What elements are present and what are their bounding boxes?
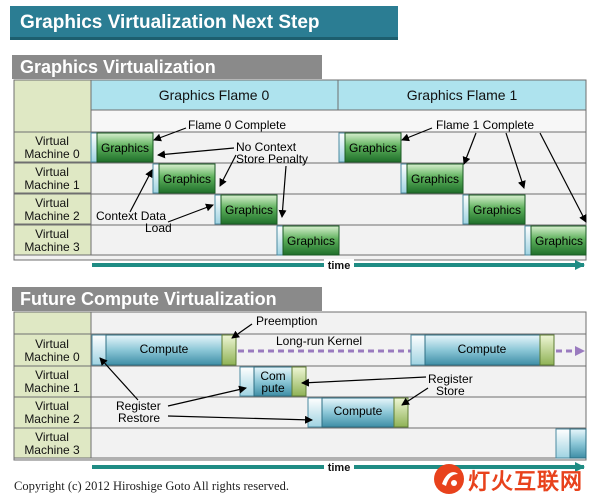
c-vm-3-label-line2: Machine 3	[24, 443, 80, 457]
callout-flame1-complete: Flame 1 Complete	[436, 118, 534, 132]
c-vm-2-label-line1: Virtual	[35, 399, 69, 413]
callout-preemption: Preemption	[256, 314, 317, 328]
svg-text:Graphics: Graphics	[535, 234, 583, 248]
graphics-block-vm1-flame0: Graphics	[152, 163, 216, 194]
vm-1-label-line2: Machine 1	[24, 178, 80, 192]
vm-3-label-line1: Virtual	[35, 227, 69, 241]
svg-text:Graphics: Graphics	[101, 141, 149, 155]
compute-block-vm3	[555, 428, 587, 459]
callout-register-store-line2: Store	[436, 384, 465, 398]
graphics-block-vm0-flame0: Graphics	[90, 132, 154, 163]
brand-logo-icon	[434, 464, 464, 494]
callout-register-restore-line1: Register	[116, 399, 161, 413]
callout-register-store-line1: Register	[428, 372, 473, 386]
graphics-block-vm1-flame1: Graphics	[400, 163, 464, 194]
graphics-block-vm0-flame1: Graphics	[338, 132, 402, 163]
callout-flame0-complete: Flame 0 Complete	[188, 118, 286, 132]
compute-block-vm0-b: Compute	[410, 334, 555, 366]
svg-text:pute: pute	[261, 381, 285, 395]
svg-text:Graphics: Graphics	[287, 234, 335, 248]
graphics-block-vm2-flame1: Graphics	[462, 194, 526, 225]
graphics-block-vm2-flame0: Graphics	[214, 194, 278, 225]
vm-2-label-line1: Virtual	[35, 196, 69, 210]
vm-1-label-line1: Virtual	[35, 165, 69, 179]
section-title-graphics: Graphics Virtualization	[12, 55, 322, 79]
callout-register-restore-line2: Restore	[118, 411, 160, 425]
callout-long-run-kernel: Long-run Kernel	[276, 334, 362, 348]
brand-watermark: 灯火互联网	[432, 462, 598, 496]
callout-arrows-compute	[99, 323, 429, 424]
section-title-compute: Future Compute Virtualization	[12, 287, 322, 311]
svg-text:Compute: Compute	[140, 342, 189, 356]
compute-block-vm2: Compute	[307, 397, 409, 428]
header-flame-1: Graphics Flame 1	[407, 87, 518, 103]
page-title: Graphics Virtualization Next Step	[10, 6, 398, 40]
c-vm-0-label-line2: Machine 0	[24, 350, 80, 364]
c-vm-2-label-line2: Machine 2	[24, 412, 80, 426]
time-label-compute: time	[328, 462, 351, 474]
brand-text: 灯火互联网	[468, 470, 584, 495]
vm-0-label-line1: Virtual	[35, 134, 69, 148]
svg-text:Compute: Compute	[458, 342, 507, 356]
graphics-block-vm3-flame0: Graphics	[276, 225, 340, 256]
vm-2-label-line2: Machine 2	[24, 209, 80, 223]
callout-context-load-line1: Context Data	[96, 209, 166, 223]
copyright-text: Copyright (c) 2012 Hiroshige Goto All ri…	[14, 479, 289, 493]
c-vm-3-label-line1: Virtual	[35, 430, 69, 444]
svg-text:Graphics: Graphics	[349, 141, 397, 155]
vm-0-label-line2: Machine 0	[24, 147, 80, 161]
c-vm-0-label-line1: Virtual	[35, 337, 69, 351]
svg-text:Graphics: Graphics	[473, 203, 521, 217]
callout-arrows-graphics	[129, 127, 587, 223]
svg-text:Graphics: Graphics	[411, 172, 459, 186]
c-vm-1-label-line2: Machine 1	[24, 381, 80, 395]
callout-no-context-line1: No Context	[236, 140, 297, 154]
svg-text:Com: Com	[260, 369, 285, 383]
svg-text:Graphics: Graphics	[225, 203, 273, 217]
callout-no-context-line2: Store Penalty	[236, 152, 308, 166]
header-flame-0: Graphics Flame 0	[159, 87, 270, 103]
compute-block-vm0-a: Compute	[91, 334, 237, 366]
graphics-block-vm3-flame1: Graphics	[524, 225, 587, 256]
svg-text:Compute: Compute	[334, 404, 383, 418]
c-vm-1-label-line1: Virtual	[35, 368, 69, 382]
callout-context-load-line2: Load	[145, 221, 172, 235]
compute-block-vm1: Com pute	[239, 366, 307, 397]
vm-3-label-line2: Machine 3	[24, 240, 80, 254]
svg-text:Graphics: Graphics	[163, 172, 211, 186]
time-label-graphics: time	[328, 260, 351, 272]
